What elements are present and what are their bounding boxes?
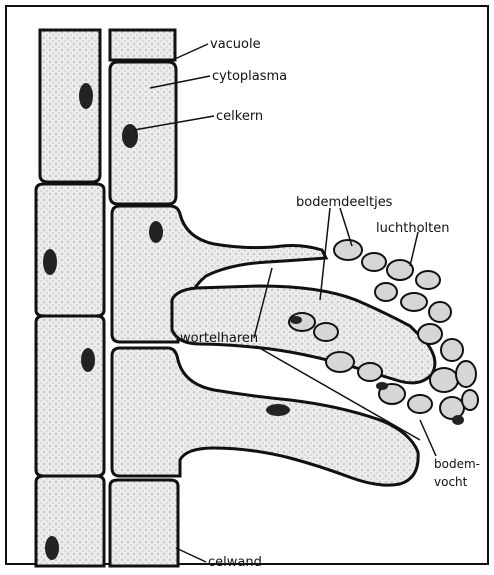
label-cytoplasm: cytoplasma <box>212 69 287 84</box>
label-soil-water-2: vocht <box>434 475 468 489</box>
label-cell-wall: celwand <box>208 555 262 570</box>
label-vacuole: vacuole <box>210 37 261 52</box>
nucleus-3 <box>149 221 163 243</box>
leader-cell-wall <box>176 548 206 562</box>
label-root-hairs: wortelharen <box>180 331 258 346</box>
nucleus-2 <box>122 124 138 148</box>
left-column-cells <box>36 30 104 566</box>
leader-soil-water <box>420 420 436 456</box>
leader-air <box>410 232 418 266</box>
label-soil-air: luchtholten <box>376 221 449 236</box>
nucleus-7 <box>45 536 59 560</box>
nucleus-5 <box>81 348 95 372</box>
nucleus-6 <box>266 404 290 416</box>
label-nucleus: celkern <box>216 109 263 124</box>
label-soil-particles: bodemdeeltjes <box>296 195 393 210</box>
cell-left-2 <box>36 184 104 316</box>
nucleus-4 <box>43 249 57 275</box>
label-soil-water: bodem- <box>434 457 480 471</box>
cell-left-3 <box>36 316 104 476</box>
cell-left-1 <box>40 30 100 182</box>
cell-right-0 <box>110 30 175 60</box>
cell-right-bottom <box>110 480 178 566</box>
nucleus-1 <box>79 83 93 109</box>
cell-right-1 <box>110 62 176 204</box>
